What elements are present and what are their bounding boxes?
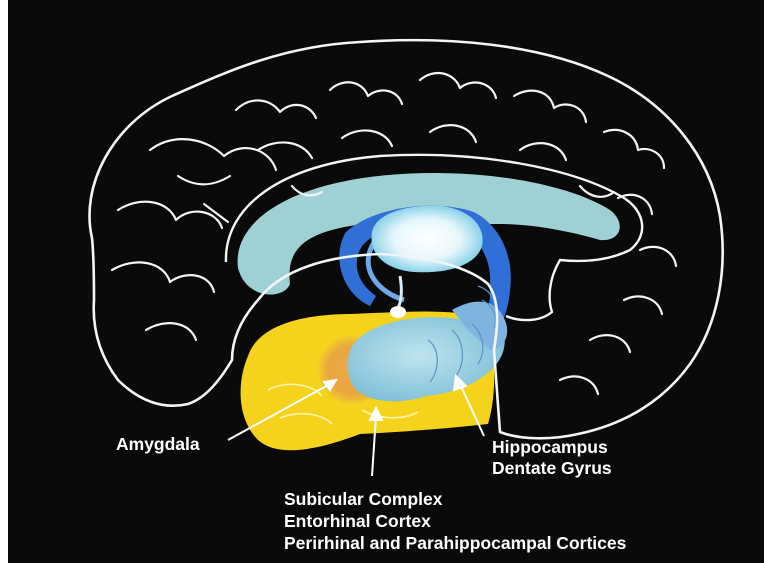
label-perirhinal-parahippocampal: Perirhinal and Parahippocampal Cortices [284,533,627,553]
thalamus [371,206,482,273]
label-entorhinal-cortex: Entorhinal Cortex [284,511,431,531]
mammillary-body [390,306,406,318]
label-dentate-gyrus: Dentate Gyrus [492,458,612,478]
slide-background [8,0,764,563]
label-amygdala: Amygdala [116,434,200,454]
label-hippocampus: Hippocampus [492,437,608,457]
label-subicular-complex: Subicular Complex [284,489,443,509]
